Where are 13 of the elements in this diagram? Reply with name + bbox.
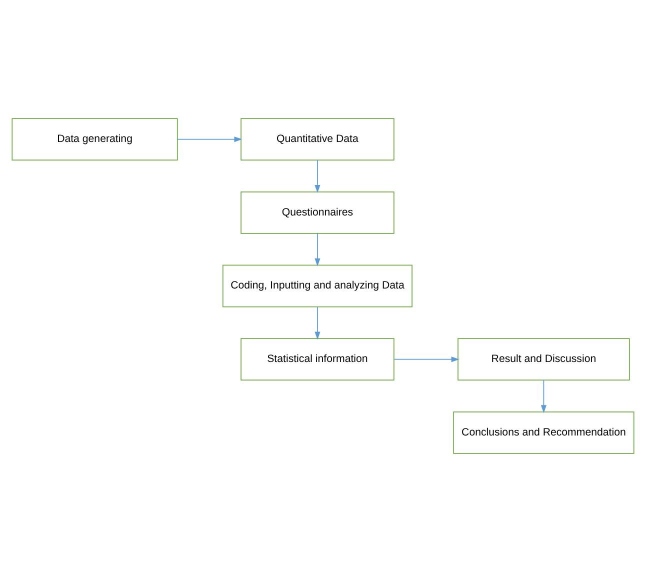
node-box: Questionnaires xyxy=(240,190,394,234)
node-box: Data generating xyxy=(12,118,178,160)
arrow xyxy=(314,159,320,193)
arrow xyxy=(314,232,320,266)
node-box: Result and Discussion xyxy=(458,338,630,380)
arrow xyxy=(394,356,460,362)
arrow xyxy=(540,379,546,413)
node-box: Coding, Inputting and analyzing Data xyxy=(222,264,412,307)
node-box: Conclusions and Recommendation xyxy=(453,410,634,454)
arrow xyxy=(176,136,242,142)
arrow xyxy=(314,306,320,340)
node-box: Statistical information xyxy=(240,338,394,380)
node-box: Quantitative Data xyxy=(240,118,394,160)
